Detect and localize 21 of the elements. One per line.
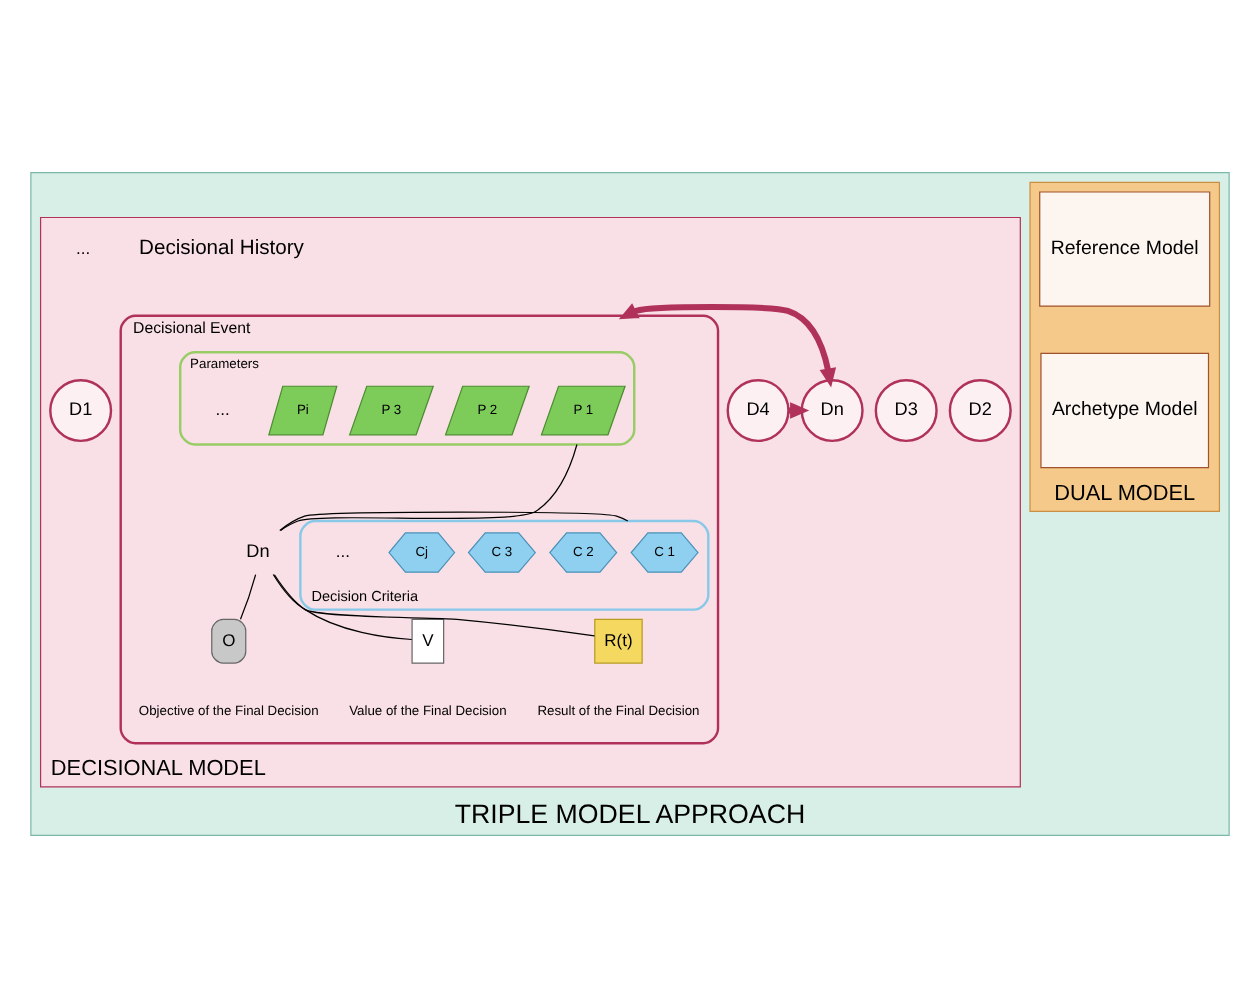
connector [272, 573, 596, 637]
label: Decisional History [139, 238, 304, 261]
node-circle: Dn [800, 378, 864, 443]
connector [239, 574, 257, 620]
node-box: O [211, 618, 247, 664]
node-box: R(t) [594, 618, 643, 664]
node-box: V [411, 618, 445, 664]
label: ... [335, 541, 350, 562]
node-text: Dn [246, 540, 270, 561]
label: ... [215, 399, 230, 420]
connector [280, 443, 578, 532]
label: ... [76, 237, 91, 258]
node-box: Archetype Model [1040, 352, 1210, 469]
node-circle: D2 [948, 378, 1012, 443]
arrow [618, 303, 837, 388]
connector [279, 511, 629, 532]
node-circle: D4 [726, 378, 790, 443]
node-circle: D3 [874, 378, 938, 443]
node-box: Reference Model [1039, 191, 1211, 307]
node-circle: D1 [49, 378, 113, 443]
connector [273, 574, 413, 641]
